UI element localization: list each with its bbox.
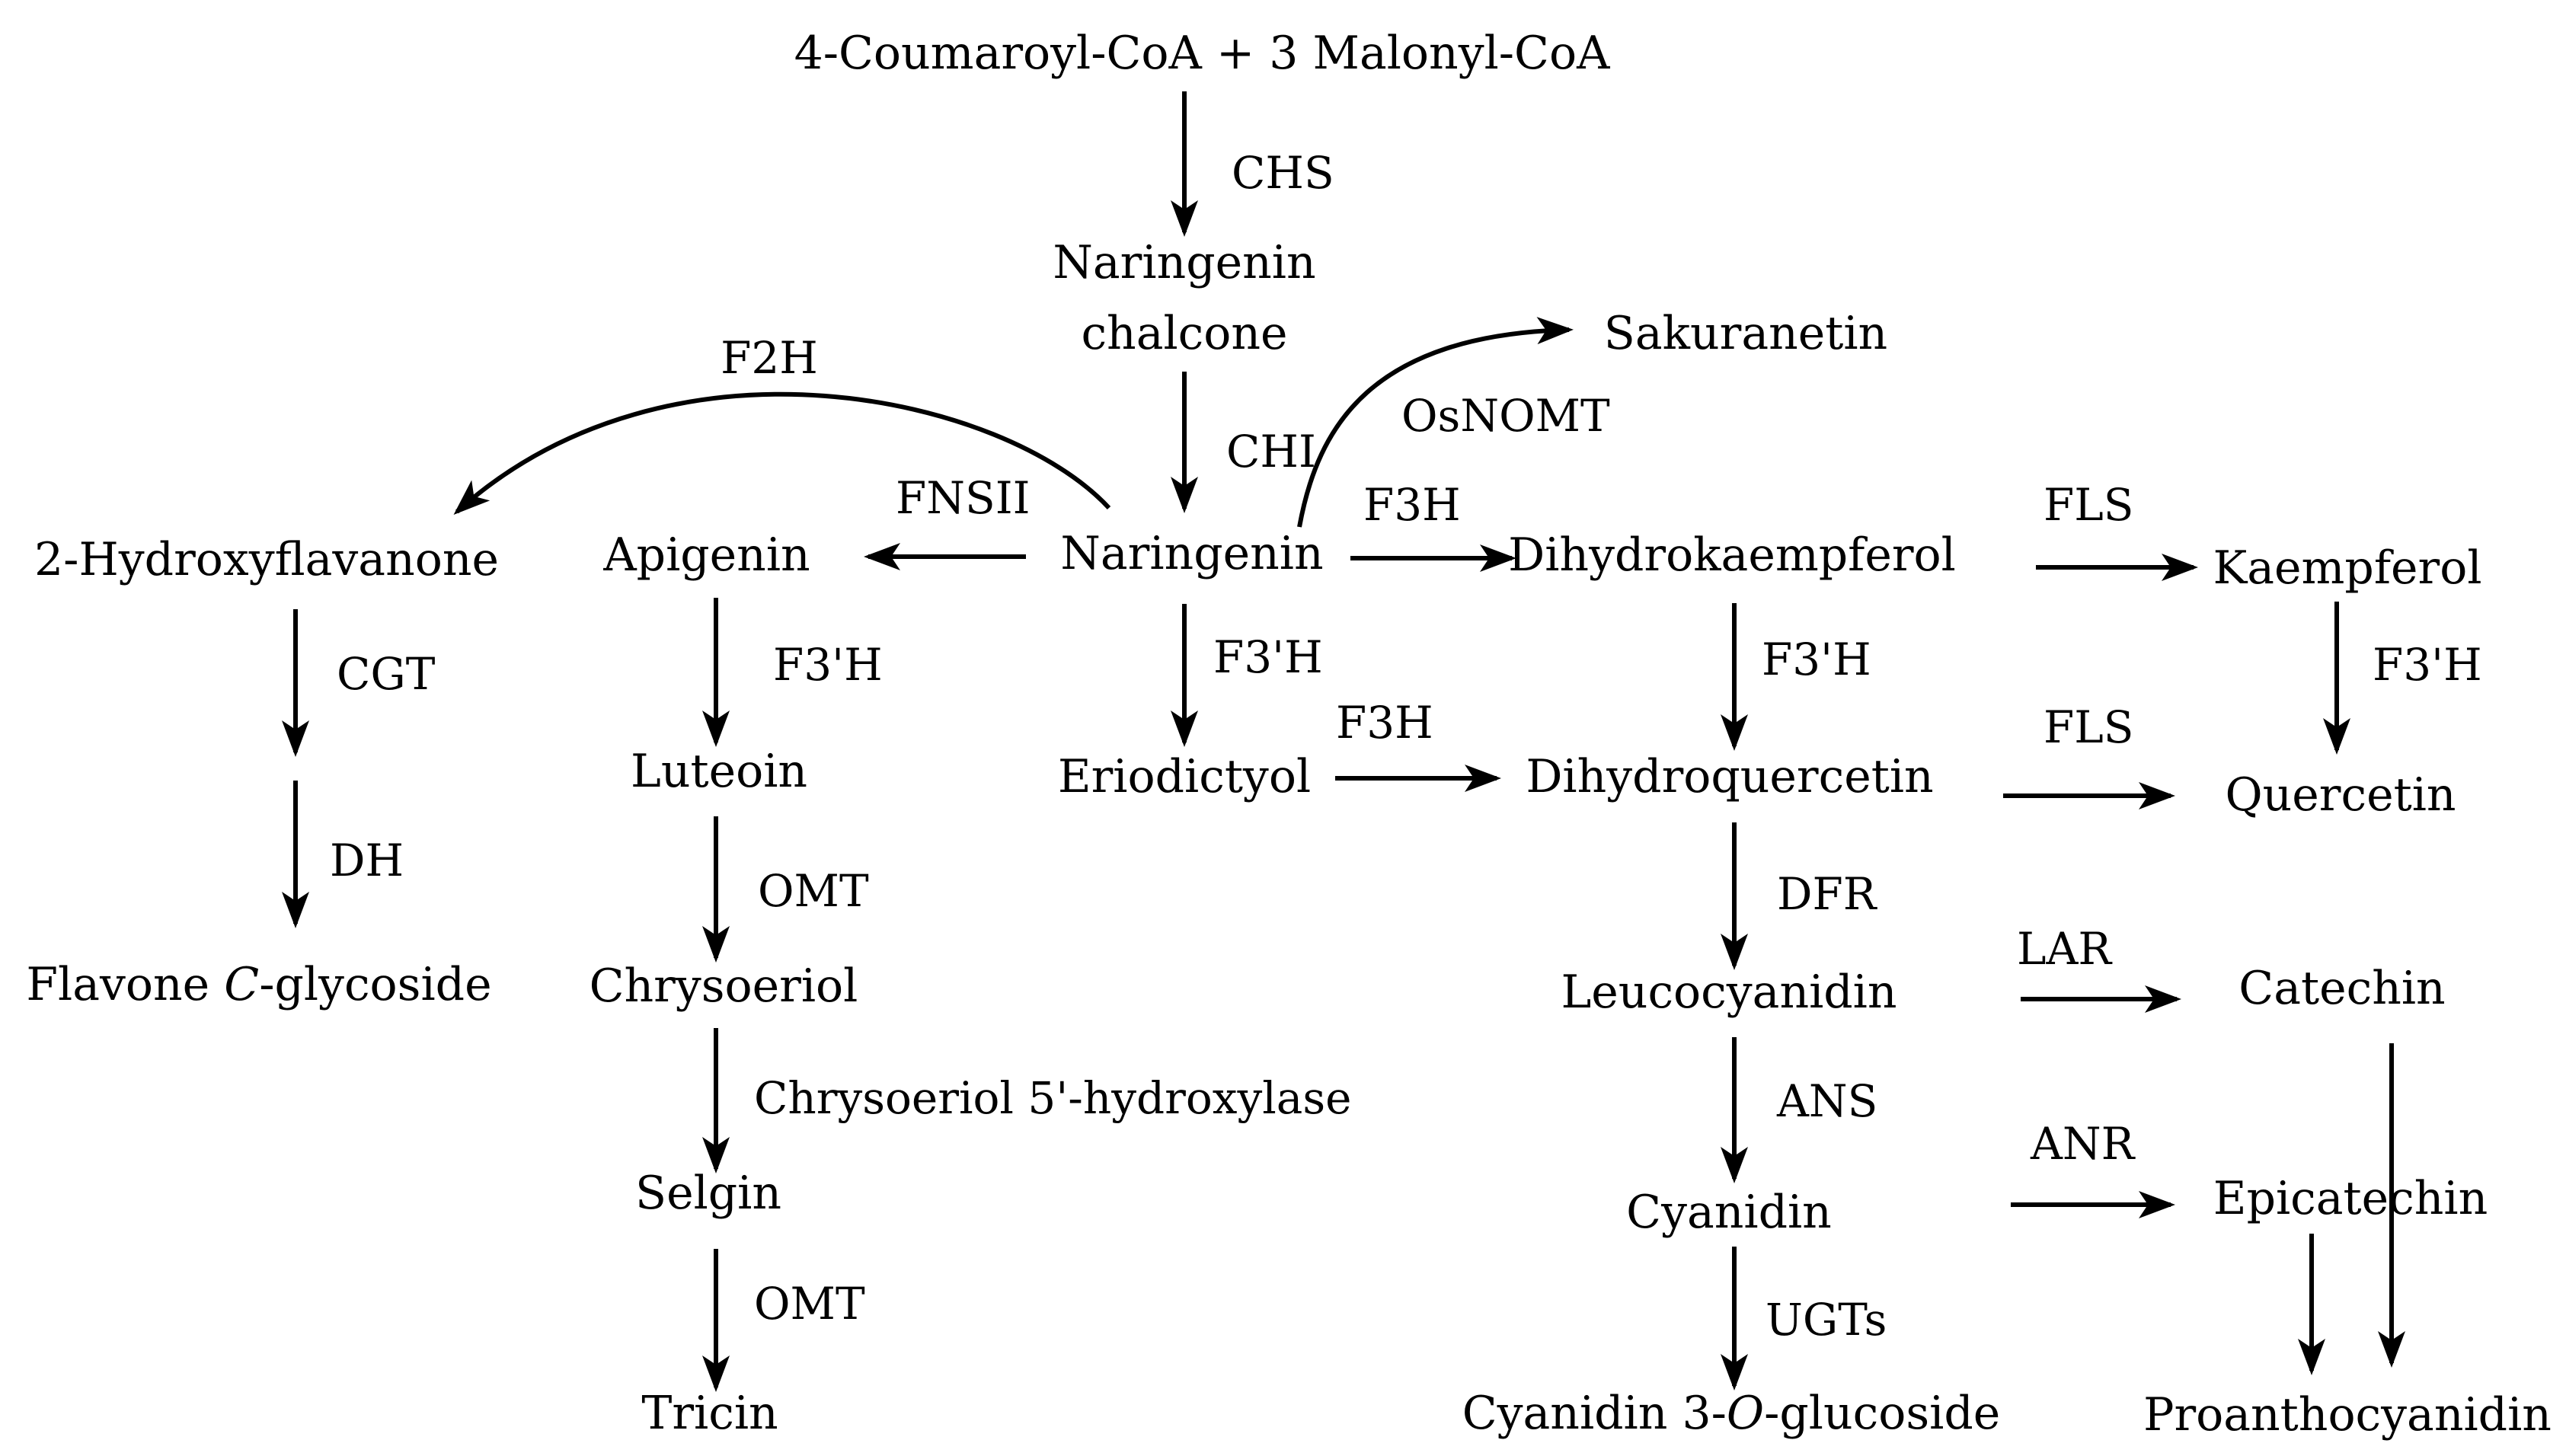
compound-sakuranetin: Sakuranetin bbox=[1604, 307, 1887, 360]
compound-2-hydroxyflavanone: 2-Hydroxyflavanone bbox=[34, 533, 499, 586]
enzyme-fnsii: FNSII bbox=[896, 472, 1031, 524]
compound-cyanidin-3-o-glucoside: Cyanidin 3-O-glucoside bbox=[1462, 1387, 2001, 1440]
compound-kaempferol: Kaempferol bbox=[2213, 541, 2481, 595]
compound-cyanidin: Cyanidin bbox=[1626, 1186, 1832, 1239]
enzyme-fls-lower: FLS bbox=[2044, 701, 2134, 753]
compound-chrysoeriol: Chrysoeriol bbox=[590, 959, 858, 1013]
enzyme-fls-upper: FLS bbox=[2044, 479, 2134, 531]
compound-dihydroquercetin: Dihydroquercetin bbox=[1526, 750, 1933, 803]
enzyme-ugts: UGTs bbox=[1766, 1294, 1887, 1346]
compound-naringenin-chalcone-line2: chalcone bbox=[1081, 307, 1287, 360]
compound-dihydrokaempferol: Dihydrokaempferol bbox=[1508, 528, 1956, 582]
enzyme-chs: CHS bbox=[1232, 147, 1334, 199]
compound-4-coumaroyl-coa-malonyl-coa: 4-Coumaroyl-CoA + 3 Malonyl-CoA bbox=[794, 27, 1611, 80]
enzyme-anr: ANR bbox=[2030, 1118, 2136, 1170]
compound-apigenin: Apigenin bbox=[602, 528, 810, 582]
enzyme-omt-luteoin: OMT bbox=[758, 865, 869, 917]
compound-tricin: Tricin bbox=[641, 1387, 778, 1440]
enzyme-f3prime-h-kaempferol: F3'H bbox=[2373, 639, 2482, 691]
compound-eriodictyol: Eriodictyol bbox=[1058, 750, 1311, 803]
compound-epicatechin: Epicatechin bbox=[2213, 1172, 2488, 1225]
enzyme-f3h-lower: F3H bbox=[1336, 697, 1433, 749]
enzyme-f3h-upper: F3H bbox=[1363, 479, 1461, 531]
enzyme-f3prime-h-dihydrokaempferol: F3'H bbox=[1762, 634, 1871, 685]
enzyme-ans: ANS bbox=[1776, 1075, 1877, 1127]
compound-leucocyanidin: Leucocyanidin bbox=[1561, 966, 1897, 1019]
enzyme-cgt: CGT bbox=[337, 648, 436, 700]
enzyme-osnomt: OsNOMT bbox=[1401, 390, 1610, 442]
enzyme-f2h: F2H bbox=[721, 332, 818, 384]
compound-luteoin: Luteoin bbox=[631, 745, 807, 798]
enzyme-dfr: DFR bbox=[1777, 868, 1878, 920]
enzyme-chi: CHI bbox=[1226, 426, 1316, 477]
compound-catechin: Catechin bbox=[2238, 962, 2445, 1015]
compound-flavone-c-glycoside: Flavone C-glycoside bbox=[26, 958, 491, 1011]
reaction-arrows bbox=[282, 91, 2405, 1392]
enzyme-f3prime-h-apigenin: F3'H bbox=[773, 639, 883, 691]
enzyme-omt-selgin: OMT bbox=[754, 1278, 865, 1330]
compound-selgin: Selgin bbox=[635, 1167, 781, 1220]
compound-naringenin-chalcone-line1: Naringenin bbox=[1053, 236, 1315, 289]
enzyme-lar: LAR bbox=[2017, 923, 2113, 975]
compound-proanthocyanidin: Proanthocyanidin bbox=[2143, 1388, 2552, 1442]
compound-naringenin: Naringenin bbox=[1060, 527, 1323, 580]
enzyme-dh: DH bbox=[330, 835, 404, 886]
arrow-naringenin-to-sakuranetin bbox=[1297, 317, 1574, 528]
compound-quercetin: Quercetin bbox=[2225, 768, 2456, 822]
enzyme-chrysoeriol-5-hydroxylase: Chrysoeriol 5'-hydroxylase bbox=[754, 1072, 1351, 1124]
arrow-naringenin-to-2-hydroxyflavanone bbox=[453, 391, 1111, 516]
enzyme-f3prime-h-naringenin: F3'H bbox=[1213, 631, 1323, 683]
